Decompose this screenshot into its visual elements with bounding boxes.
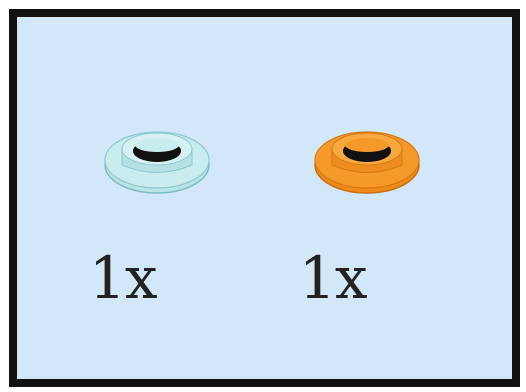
plate-hole-rim	[345, 138, 389, 152]
part-2-quantity: 1x	[299, 249, 367, 307]
round-plate-icon-light-blue	[102, 105, 232, 225]
part-1-quantity: 1x	[89, 249, 157, 307]
part-1	[102, 105, 232, 225]
plate-hole-rim	[135, 138, 179, 152]
parts-list-panel: 1x 1x	[9, 9, 520, 387]
part-2	[312, 105, 442, 225]
round-plate-icon-orange	[312, 105, 442, 225]
